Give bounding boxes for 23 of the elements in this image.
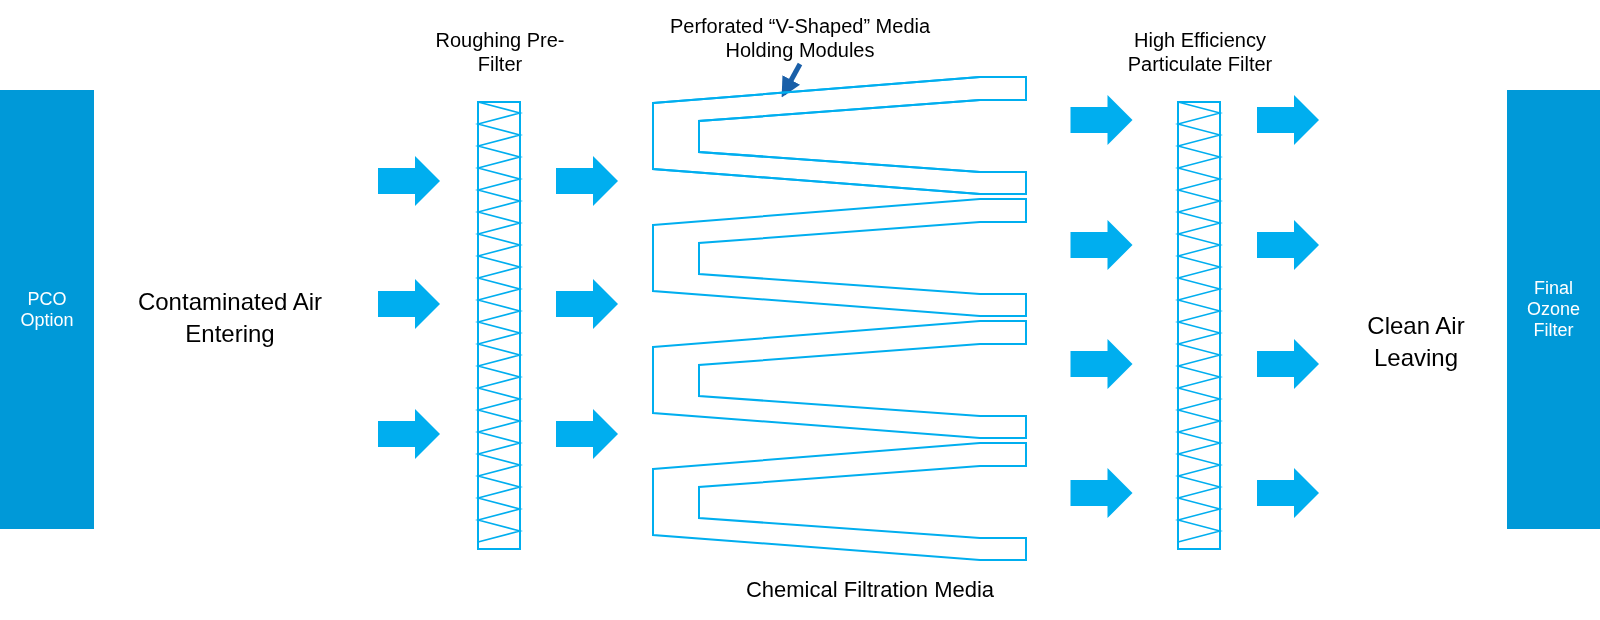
- callout-label: Perforated “V-Shaped” Media Holding Modules: [640, 14, 960, 64]
- block-arrow: [1257, 339, 1319, 389]
- block-arrow: [378, 156, 440, 206]
- block-arrow: [378, 279, 440, 329]
- block-arrow: [1257, 468, 1319, 518]
- block-arrow: [556, 156, 618, 206]
- block-arrow: [1070, 95, 1133, 145]
- filter-label: High Efficiency Particulate Filter: [1126, 28, 1274, 76]
- block-arrow: [1070, 339, 1133, 389]
- leader-arrow: [781, 62, 803, 98]
- filter-panel: PCO Option: [0, 90, 94, 529]
- block-arrow: [1070, 468, 1133, 518]
- filter-label: Roughing Pre-Filter: [434, 28, 566, 76]
- block-arrow: [556, 279, 618, 329]
- block-arrow: [1257, 220, 1319, 270]
- block-arrow: [378, 409, 440, 459]
- flow-label: Clean Air Leaving: [1366, 311, 1466, 373]
- filter-panel: Final Ozone Filter: [1507, 90, 1600, 529]
- flow-label: Contaminated Air Entering: [136, 287, 324, 349]
- block-arrow: [1070, 220, 1133, 270]
- media-label: Chemical Filtration Media: [744, 578, 996, 602]
- block-arrow: [1257, 95, 1319, 145]
- block-arrow: [556, 409, 618, 459]
